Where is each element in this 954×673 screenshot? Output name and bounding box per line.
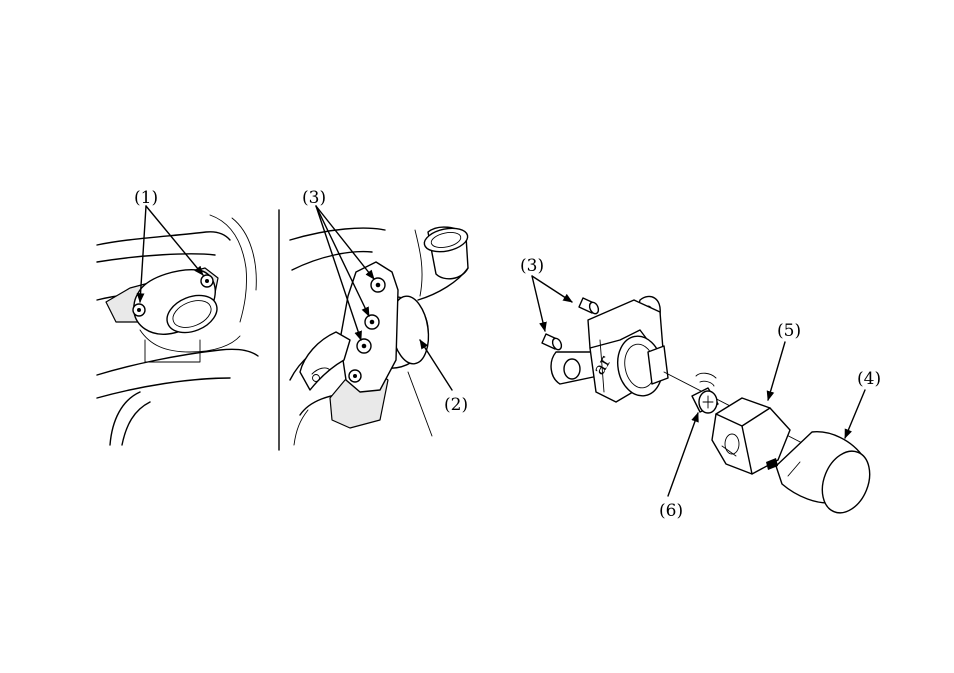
callout-5: (5) <box>777 321 801 341</box>
panel-switch-mounted <box>290 225 470 445</box>
screw-upper <box>579 298 600 315</box>
panel-exploded-view: ar <box>542 296 878 519</box>
callout-3-right: (3) <box>520 256 544 276</box>
callout-6: (6) <box>659 501 683 521</box>
callout-2: (2) <box>444 395 468 415</box>
callout-3-left: (3) <box>302 188 326 208</box>
screw-lower <box>542 334 563 351</box>
callout-1: (1) <box>134 188 158 208</box>
panel-switch-cover <box>97 215 258 445</box>
callout-4: (4) <box>857 369 881 389</box>
